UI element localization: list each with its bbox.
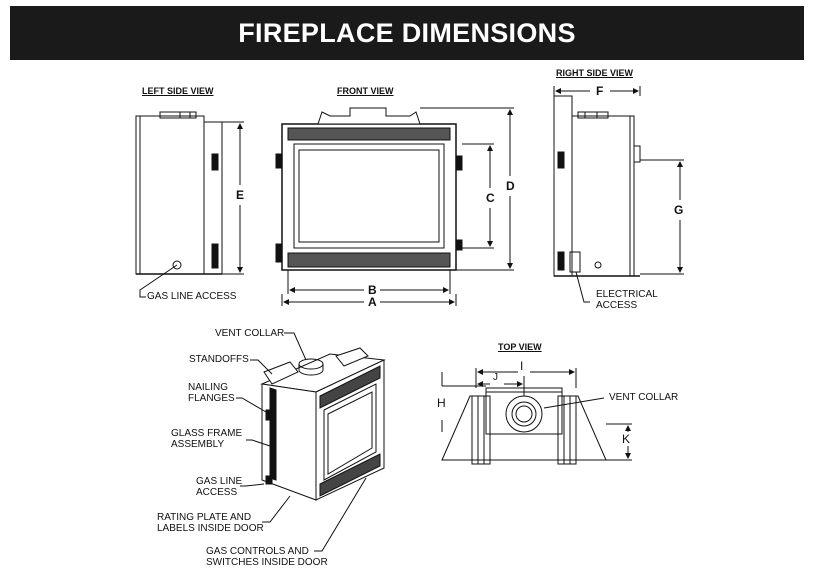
dimension-k-label: K bbox=[622, 432, 631, 446]
electrical-access-line1: ELECTRICAL bbox=[596, 289, 658, 300]
dimension-d-label: D bbox=[506, 179, 515, 193]
gas-line-access-side-label: GAS LINE ACCESS bbox=[147, 291, 237, 302]
top-view bbox=[441, 368, 632, 465]
gas-controls-label: GAS CONTROLS AND SWITCHES INSIDE DOOR bbox=[206, 546, 328, 568]
gas-line-iso-line2: ACCESS bbox=[196, 487, 238, 498]
nailing-flanges-line1: NAILING bbox=[188, 382, 229, 393]
glass-frame-line2: ASSEMBLY bbox=[171, 439, 225, 450]
top-view-label: TOP VIEW bbox=[498, 342, 542, 352]
dimension-e-label: E bbox=[236, 188, 245, 202]
right-side-view bbox=[553, 86, 684, 303]
left-side-view bbox=[135, 111, 244, 298]
isometric-view bbox=[236, 332, 386, 552]
dimension-i-label: I bbox=[520, 359, 524, 373]
front-view-label: FRONT VIEW bbox=[337, 86, 394, 96]
rating-plate-line1: RATING PLATE AND bbox=[157, 512, 252, 523]
vent-collar-iso-label: VENT COLLAR bbox=[215, 328, 285, 339]
glass-frame-line1: GLASS FRAME bbox=[171, 428, 243, 439]
gas-line-iso-line1: GAS LINE bbox=[196, 476, 243, 487]
gas-line-access-iso-label: GAS LINE ACCESS bbox=[196, 476, 242, 498]
rating-plate-label: RATING PLATE AND LABELS INSIDE DOOR bbox=[157, 512, 264, 534]
electrical-access-label: ELECTRICAL ACCESS bbox=[596, 289, 658, 311]
rating-plate-line2: LABELS INSIDE DOOR bbox=[157, 523, 264, 534]
gas-controls-line1: GAS CONTROLS AND bbox=[206, 546, 309, 557]
dimension-j-label: J bbox=[493, 372, 498, 383]
front-view bbox=[275, 107, 514, 306]
page-title: FIREPLACE DIMENSIONS bbox=[10, 6, 804, 60]
standoffs-label: STANDOFFS bbox=[189, 354, 249, 365]
left-side-view-label: LEFT SIDE VIEW bbox=[142, 86, 214, 96]
dimension-f-label: F bbox=[596, 84, 604, 98]
dimension-g-label: G bbox=[674, 203, 684, 217]
right-side-view-label: RIGHT SIDE VIEW bbox=[556, 68, 634, 78]
nailing-flanges-line2: FLANGES bbox=[188, 393, 235, 404]
dimension-a-label: A bbox=[368, 295, 377, 309]
gas-controls-line2: SWITCHES INSIDE DOOR bbox=[206, 557, 328, 568]
glass-frame-assembly-label: GLASS FRAME ASSEMBLY bbox=[171, 428, 242, 450]
dimension-c-label: C bbox=[486, 191, 495, 205]
dimension-b-label: B bbox=[368, 283, 377, 297]
vent-collar-top-label: VENT COLLAR bbox=[609, 392, 679, 403]
dimension-h-label: H bbox=[437, 396, 446, 410]
nailing-flanges-label: NAILING FLANGES bbox=[188, 382, 235, 404]
electrical-access-line2: ACCESS bbox=[596, 300, 638, 311]
